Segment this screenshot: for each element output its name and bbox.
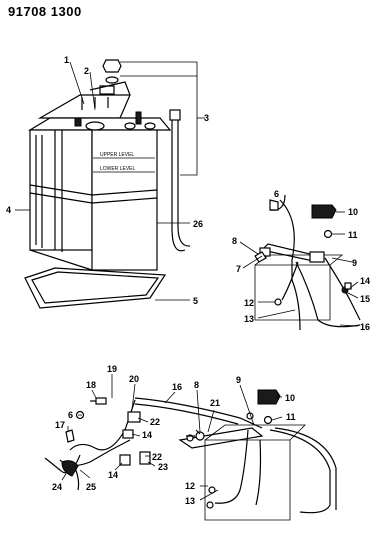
callout-26: 26 [193,219,203,229]
callout-8-bottom: 8 [194,380,199,390]
callout-9-right: 9 [352,258,357,268]
battery: UPPER LEVEL LOWER LEVEL [27,111,172,271]
hold-down-rod [169,109,191,252]
callout-12-right: 12 [244,298,254,308]
leaders-bottom [61,374,283,501]
battery-holder-clamp [37,81,131,119]
callout-9-bottom: 9 [236,375,241,385]
callout-6-bottom: 6 [68,410,73,420]
callout-18: 18 [86,380,96,390]
callout-13-right: 13 [244,314,254,324]
callout-10-bottom: 10 [285,393,295,403]
callout-14-lower: 14 [108,470,118,480]
callout-3: 3 [204,113,209,123]
callout-1: 1 [64,55,69,65]
callout-16-right: 16 [360,322,370,332]
leaders-top [15,61,205,301]
callout-5: 5 [193,296,198,306]
callout-10-right: 10 [348,207,358,217]
callout-4: 4 [6,205,11,215]
callout-numbers: 1 2 3 4 26 5 6 10 8 11 7 9 14 12 15 13 1… [6,55,370,506]
callout-15-right: 15 [360,294,370,304]
callout-2: 2 [84,66,89,76]
callout-21: 21 [210,398,220,408]
callout-25: 25 [86,482,96,492]
callout-22-upper: 22 [150,417,160,427]
callout-20: 20 [129,374,139,384]
battery-cables-right [254,194,361,331]
callout-17: 17 [55,420,65,430]
callout-16-bottom: 16 [172,382,182,392]
callout-11-bottom: 11 [286,412,296,422]
diagram-code: 91708 1300 [8,4,82,19]
leaders-right [239,211,359,327]
callout-14-upper: 14 [142,430,152,440]
callout-8-right: 8 [232,236,237,246]
upper-level-mark: UPPER LEVEL [100,152,134,158]
callout-14-right: 14 [360,276,370,286]
lower-level-mark: LOWER LEVEL [100,166,136,172]
callout-7-right: 7 [236,264,241,274]
callout-6-right: 6 [274,189,279,199]
callout-23: 23 [158,462,168,472]
callout-12-bottom: 12 [185,481,195,491]
nut-and-washer [102,59,122,84]
callout-13-bottom: 13 [185,496,195,506]
battery-cables-bottom [44,389,337,521]
callout-19: 19 [107,364,117,374]
callout-24: 24 [52,482,62,492]
callout-22-lower: 22 [152,452,162,462]
battery-tray [24,267,167,309]
callout-11-right: 11 [348,230,358,240]
